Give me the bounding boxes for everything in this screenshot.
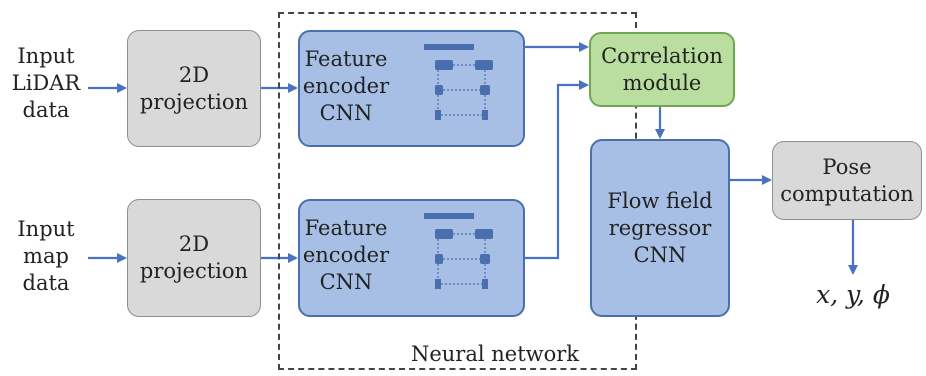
- correlation-line-1: Correlation: [601, 43, 723, 68]
- encoder-top-line-3: CNN: [319, 101, 373, 125]
- output-pose-label: x, y, ϕ: [816, 280, 890, 309]
- cnn-architecture-icon: [424, 213, 493, 289]
- regressor-line-1: Flow field: [607, 188, 713, 213]
- input-lidar-label: Input LiDAR data: [4, 43, 88, 124]
- projection-top-line-2: projection: [139, 89, 249, 114]
- input-lidar-line-1: Input: [17, 44, 75, 68]
- input-map-line-1: Input: [17, 217, 75, 241]
- projection-box-bottom: 2D projection: [127, 199, 261, 317]
- input-map-label: Input map data: [4, 216, 88, 297]
- feature-encoder-box-top: Feature encoder CNN: [298, 30, 525, 147]
- encoder-top-line-1: Feature: [304, 47, 388, 71]
- regressor-line-3: CNN: [633, 242, 687, 267]
- projection-box-top: 2D projection: [127, 30, 261, 147]
- pose-line-1: Pose: [822, 154, 872, 179]
- cnn-architecture-icon: [424, 44, 493, 120]
- regressor-line-2: regressor: [608, 215, 712, 240]
- neural-network-label: Neural network: [410, 342, 580, 366]
- input-map-line-3: data: [22, 271, 70, 295]
- correlation-module-box: Correlation module: [589, 32, 735, 107]
- projection-top-line-1: 2D: [178, 62, 210, 87]
- feature-encoder-box-bottom: Feature encoder CNN: [298, 199, 525, 317]
- input-map-line-2: map: [23, 244, 69, 268]
- flow-field-regressor-box: Flow field regressor CNN: [590, 139, 730, 317]
- encoder-bottom-line-1: Feature: [304, 216, 388, 240]
- projection-bottom-line-1: 2D: [178, 232, 210, 256]
- pose-computation-box: Pose computation: [772, 141, 922, 220]
- correlation-line-2: module: [622, 70, 702, 95]
- arrow-encoder-bottom-to-correlation: [525, 80, 589, 260]
- input-lidar-line-2: LiDAR: [11, 71, 81, 95]
- projection-bottom-line-2: projection: [139, 259, 249, 283]
- encoder-bottom-line-2: encoder: [302, 243, 390, 267]
- pose-line-2: computation: [780, 181, 914, 206]
- encoder-top-line-2: encoder: [302, 74, 390, 98]
- input-lidar-line-3: data: [22, 98, 70, 122]
- encoder-bottom-line-3: CNN: [319, 270, 373, 294]
